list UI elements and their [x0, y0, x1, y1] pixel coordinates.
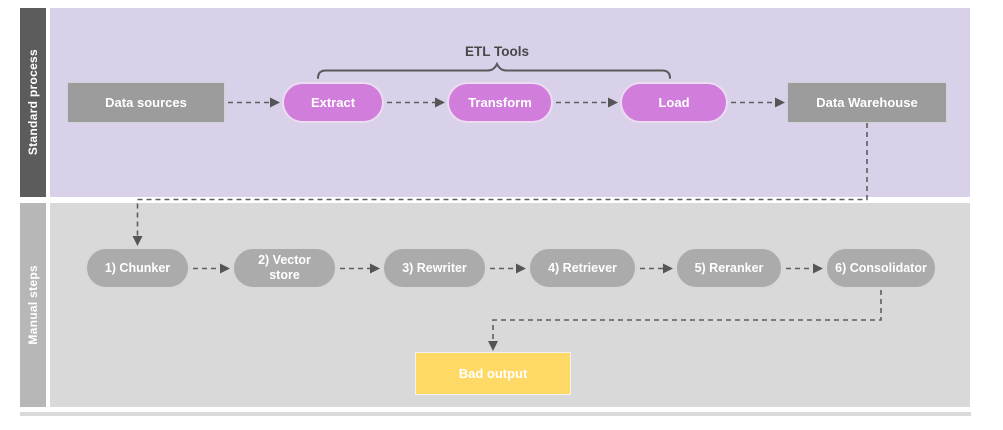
node-transform: Transform	[447, 82, 553, 123]
node-data-warehouse: Data Warehouse	[787, 82, 947, 123]
node-rewriter: 3) Rewriter	[382, 247, 487, 289]
node-chunker: 1) Chunker	[85, 247, 190, 289]
lane-header-manual-steps: Manual steps	[20, 203, 46, 407]
node-consolidator: 6) Consolidator	[825, 247, 937, 289]
node-reranker: 5) Reranker	[675, 247, 783, 289]
etl-tools-group-label: ETL Tools	[465, 44, 529, 59]
node-load: Load	[620, 82, 728, 123]
node-retriever: 4) Retriever	[528, 247, 637, 289]
node-bad-output: Bad output	[415, 352, 571, 395]
node-data-sources: Data sources	[67, 82, 225, 123]
lane-header-standard-process: Standard process	[20, 8, 46, 197]
lane-label-standard-process: Standard process	[26, 49, 40, 156]
canvas-bottom-rule	[20, 412, 971, 416]
node-extract: Extract	[282, 82, 384, 123]
lane-label-manual-steps: Manual steps	[26, 265, 40, 345]
node-vector-store: 2) Vector store	[232, 247, 337, 289]
